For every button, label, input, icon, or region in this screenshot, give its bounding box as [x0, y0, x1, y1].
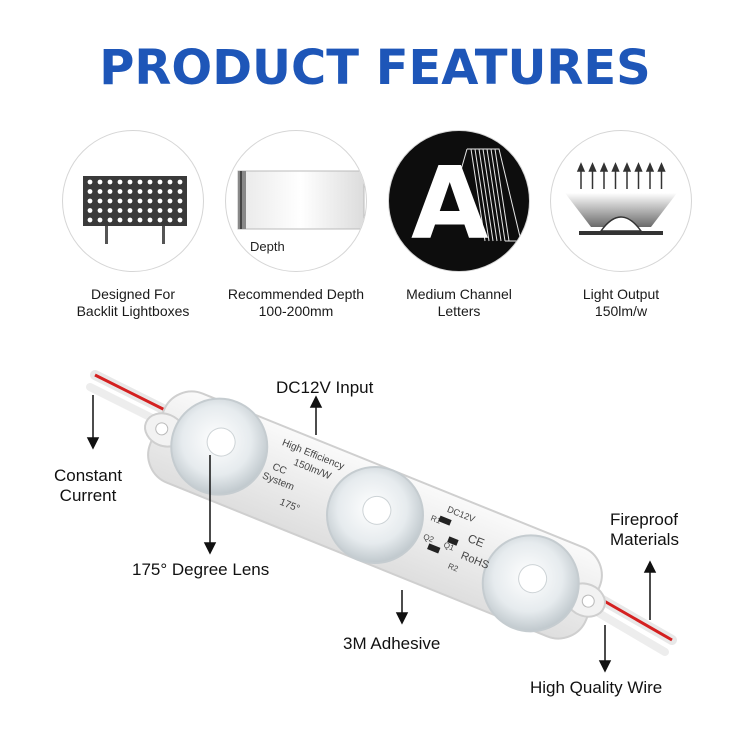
- callout-degree-lens: 175° Degree Lens: [132, 560, 270, 579]
- lens-left: [170, 397, 269, 496]
- print-ce: CE: [466, 531, 487, 550]
- led-module-illustration: High Efficiency 150lm/W CC System 175° D…: [86, 370, 677, 673]
- arrow-degree-lens: [203, 455, 217, 555]
- led-lightbox-icon: [62, 130, 204, 272]
- callout-wire: High Quality Wire: [530, 678, 663, 697]
- feature-label-line1: Designed For: [90, 286, 176, 302]
- feature-backlit-lightbox: Designed For Backlit Lightboxes: [58, 130, 208, 320]
- feature-label-line2: Letters: [437, 303, 481, 319]
- print-cc: CC: [271, 462, 289, 478]
- print-q2: Q2: [422, 532, 436, 545]
- print-r1: R1: [429, 514, 442, 526]
- lens-center: [326, 466, 424, 564]
- feature-label-line1: Medium Channel: [406, 286, 512, 302]
- lens-right: [481, 534, 580, 633]
- feature-light-output: Light Output 150lm/w: [546, 130, 696, 320]
- depth-text: Depth: [250, 239, 285, 254]
- arrow-wire: [598, 625, 612, 673]
- arrow-dc-input: [309, 395, 323, 435]
- page-title: PRODUCT FEATURES: [99, 40, 651, 96]
- feature-label-line1: Recommended Depth: [227, 286, 365, 302]
- callout-dc-input: DC12V Input: [276, 378, 374, 397]
- feature-label-line1: Light Output: [582, 286, 660, 302]
- arrow-constant-current: [86, 395, 100, 450]
- arrow-fireproof: [643, 560, 657, 620]
- feature-label-line2: 100-200mm: [258, 303, 334, 319]
- module-body: High Efficiency 150lm/W CC System 175° D…: [144, 390, 606, 640]
- channel-letter-icon: A: [388, 130, 530, 272]
- callout-fireproof-line2: Materials: [610, 530, 679, 549]
- callout-constant-current-line1: Constant: [54, 466, 123, 485]
- arrow-adhesive: [395, 590, 409, 625]
- feature-label-line2: 150lm/w: [594, 303, 648, 319]
- light-output-icon: [550, 130, 692, 272]
- feature-channel-letters: A Medium Channel Letters: [384, 130, 534, 320]
- print-r2: R2: [447, 561, 460, 573]
- lightbox-depth-icon: Depth: [225, 130, 367, 272]
- callout-fireproof-line1: Fireproof: [610, 510, 679, 529]
- callout-constant-current-line2: Current: [59, 486, 117, 505]
- letter-a-text: A: [411, 145, 489, 262]
- feature-label-line2: Backlit Lightboxes: [76, 303, 190, 319]
- callout-adhesive: 3M Adhesive: [343, 634, 441, 653]
- feature-recommended-depth: Depth Recommended Depth 100-200mm: [221, 130, 371, 320]
